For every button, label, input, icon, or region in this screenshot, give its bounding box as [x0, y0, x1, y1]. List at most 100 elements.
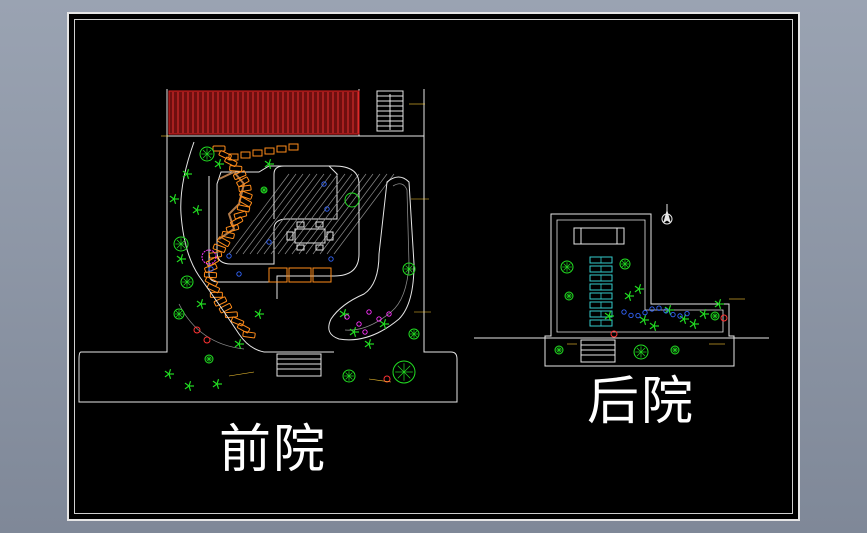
tree-symbol-icon — [402, 262, 416, 276]
flower-symbol — [376, 316, 382, 322]
flower-symbol — [236, 271, 242, 277]
shrub-symbol-icon — [689, 319, 699, 329]
flower-symbol — [386, 311, 392, 317]
back-yard-label: 后院 — [587, 372, 696, 432]
flower-symbol — [266, 239, 272, 245]
back-stepping-path — [589, 256, 613, 327]
back-yard-plants — [554, 258, 728, 360]
back-annotations — [567, 298, 745, 345]
tree-symbol-icon — [554, 345, 564, 355]
stepping-stone — [218, 150, 232, 161]
stepping-stone — [230, 216, 244, 228]
right-garden-bed — [328, 176, 415, 341]
flower-ring — [201, 249, 217, 265]
back-yard-plan — [474, 204, 769, 367]
flower-symbol — [621, 309, 627, 315]
stepping-stone — [238, 184, 252, 193]
stepping-stone — [288, 143, 299, 151]
shrub-symbol-icon — [364, 339, 374, 349]
shrub-symbol-icon — [214, 159, 224, 169]
flower-symbol — [356, 321, 362, 327]
stepping-stone — [236, 176, 250, 188]
shrub-symbol-icon — [624, 291, 634, 301]
stepping-stone — [204, 263, 218, 274]
back-stairs — [580, 339, 616, 363]
flower-symbol — [642, 309, 648, 316]
flower-symbol — [344, 314, 350, 320]
tree-symbol-icon — [344, 192, 360, 208]
flower-symbol — [649, 306, 655, 312]
stepping-stone — [212, 243, 227, 253]
back-building — [573, 227, 625, 245]
shrub-symbol-icon — [169, 194, 179, 204]
tree-symbol-icon — [564, 291, 574, 301]
shrub-symbol-icon — [176, 254, 186, 264]
flower-symbol — [328, 256, 334, 262]
flower-symbol — [670, 311, 676, 318]
shrub-symbol-icon — [714, 299, 724, 309]
back-yard-boundary — [544, 213, 735, 367]
stepping-stone — [217, 236, 231, 247]
shrub-symbol-icon — [192, 205, 202, 215]
front-yard-plan — [78, 89, 458, 403]
flower-symbol — [366, 309, 372, 315]
tree-symbol-icon — [199, 146, 215, 162]
stepping-stone — [233, 210, 248, 220]
stepping-stone — [221, 230, 235, 240]
flower-symbol — [324, 206, 330, 212]
tree-symbol-icon — [342, 369, 356, 383]
shrub-symbol-icon — [649, 321, 659, 331]
tree-symbol-icon — [619, 258, 631, 270]
landscape-plan-drawing — [78, 89, 769, 403]
shrub-symbol-icon — [264, 159, 274, 169]
stepping-stone — [229, 165, 243, 172]
shrub-symbol-icon — [604, 311, 614, 321]
tree-symbol-icon — [633, 344, 649, 360]
shrub-symbol-icon — [184, 381, 194, 391]
flower-symbol — [208, 266, 214, 272]
shrub-symbol-icon — [182, 169, 192, 179]
shrub-symbol-icon — [196, 299, 206, 309]
flower-symbol — [663, 308, 669, 314]
stepping-stone — [218, 303, 233, 314]
stepping-stone — [206, 283, 221, 294]
front-yard-label: 前院 — [219, 420, 328, 480]
flower-symbol — [321, 181, 327, 187]
front-annotations — [161, 103, 431, 383]
tree-symbol-icon — [392, 360, 416, 384]
stepping-stone — [276, 145, 287, 153]
flower-symbol — [628, 312, 634, 319]
stepping-stone — [228, 153, 239, 161]
stepping-stone — [238, 196, 252, 208]
red-accent-plant — [610, 330, 618, 338]
red-accent-plant — [720, 314, 728, 322]
tree-symbol-icon — [260, 186, 268, 194]
tree-symbol-icon — [173, 308, 185, 320]
stepping-stone — [224, 311, 238, 319]
shrub-symbol-icon — [164, 369, 174, 379]
flower-symbol — [684, 310, 690, 317]
tree-symbol-icon — [670, 345, 680, 355]
tree-symbol-icon — [408, 328, 420, 340]
red-accent-plant — [203, 336, 211, 344]
stepping-stone — [209, 291, 223, 298]
shrub-symbol-icon — [254, 309, 264, 319]
front-yard-plants — [164, 146, 420, 391]
shrub-symbol-icon — [379, 319, 389, 329]
shrub-symbol-icon — [212, 379, 222, 389]
shrub-symbol-icon — [634, 284, 644, 294]
north-arrow-icon — [661, 204, 673, 225]
front-gate-steps — [276, 353, 322, 377]
tree-symbol-icon — [560, 260, 574, 274]
shrub-symbol-icon — [234, 339, 244, 349]
tree-symbol-icon — [173, 236, 189, 252]
front-yard-boundary — [78, 89, 458, 403]
stepping-stone — [233, 170, 247, 180]
wooden-deck — [168, 90, 360, 135]
stepping-stone — [252, 149, 263, 157]
entrance-stairs — [376, 90, 404, 132]
shrub-symbol-icon — [639, 315, 649, 325]
stepping-stone-path — [203, 143, 299, 339]
flower-symbol — [635, 312, 641, 319]
flower-symbol — [677, 313, 683, 319]
